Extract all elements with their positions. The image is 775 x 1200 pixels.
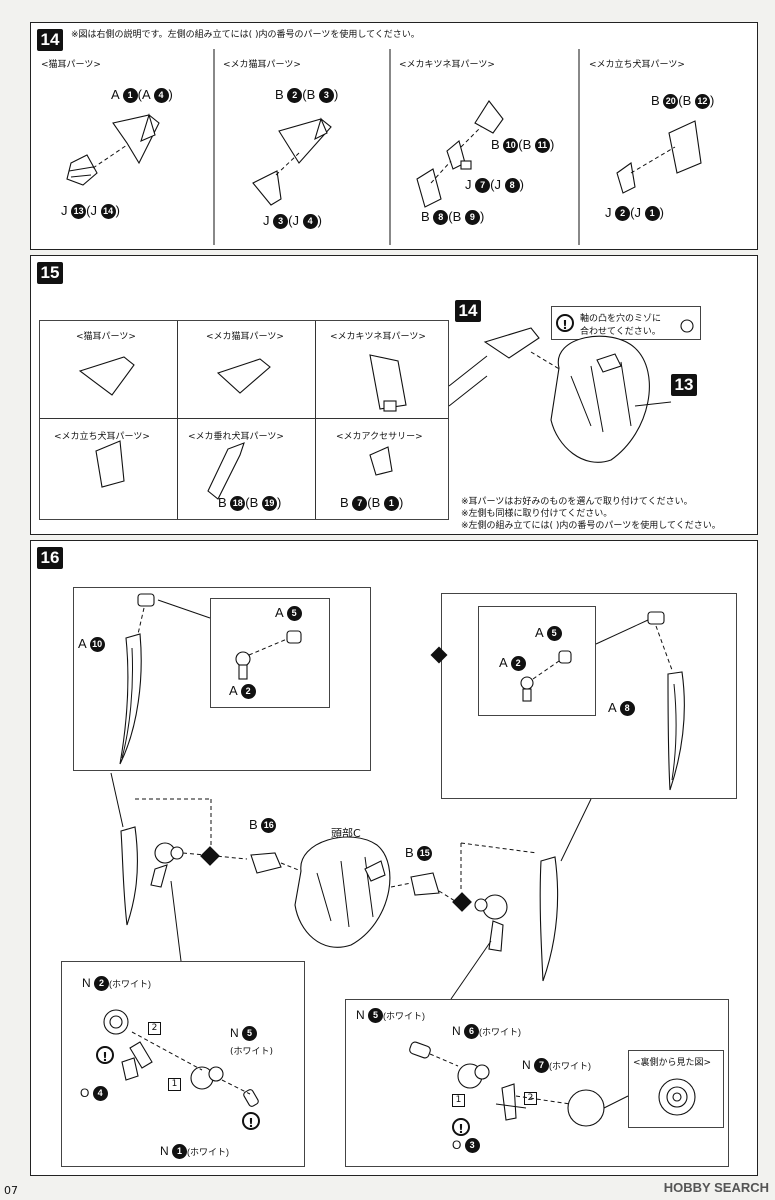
grid-dog-ref: B 18(B 19) xyxy=(218,495,282,512)
grid-label-3: <メカ立ち犬耳パーツ> xyxy=(54,432,150,442)
ll-n5-color: (ホワイト) xyxy=(230,1047,274,1057)
grid-label-4: <メカ垂れ犬耳パーツ> xyxy=(188,432,284,442)
step14-col2-ref2: J 3(J 4) xyxy=(263,213,322,230)
step15-callout-box: ! 軸の凸を穴のミゾに 合わせてください。 xyxy=(551,306,701,340)
ll-drawing xyxy=(103,1009,259,1107)
grid-cell-cat xyxy=(40,321,178,419)
ll-warning-icon-1: ! xyxy=(96,1046,114,1064)
left-inset-top-ref: A 5 xyxy=(275,605,302,622)
step16-right-hair-box: A 5 A 2 A 8 xyxy=(441,593,737,799)
lr-step1: 1 xyxy=(452,1094,465,1107)
step14-col2-title: <メカ猫耳パーツ> xyxy=(223,60,301,70)
right-inset-drawing xyxy=(520,650,572,702)
grid-drawings xyxy=(78,354,407,500)
right-inset-bot-ref: A 2 xyxy=(499,655,526,672)
step14-col3-ref2: J 7(J 8) xyxy=(465,177,524,194)
step14-col3-title: <メカキツネ耳パーツ> xyxy=(399,60,495,70)
ll-n1: N 1(ホワイト) xyxy=(160,1144,230,1160)
grid-label-1: <メカ猫耳パーツ> xyxy=(206,332,284,342)
step14-col3-drawing xyxy=(416,100,504,208)
step15-note-1: ※耳パーツはお好みのものを選んで取り付けてください。 xyxy=(461,497,693,507)
step14-col1-ref2: J 13(J 14) xyxy=(61,203,120,220)
ll-o4: O 4 xyxy=(80,1086,108,1102)
step14-col3-ref1: B 10(B 11) xyxy=(491,137,555,154)
ll-step1: 1 xyxy=(168,1078,181,1091)
left-inset-drawing xyxy=(235,630,302,680)
step15-note-2: ※左側も同様に取り付けてください。 xyxy=(461,509,613,519)
step15-panel: 15 <猫耳パーツ> <メカ猫耳パーツ> <メカキツネ耳パーツ> <メカ立ち犬耳… xyxy=(30,255,758,535)
left-hair-inset: A 5 A 2 xyxy=(210,598,330,708)
warning-icon: ! xyxy=(556,314,574,332)
ll-warning-icon-2: ! xyxy=(242,1112,260,1130)
step16-number: 16 xyxy=(37,547,63,569)
lr-warning-icon-1: ! xyxy=(452,1118,470,1136)
left-hair-ref: A 10 xyxy=(78,636,105,653)
grid-label-5: <メカアクセサリー> xyxy=(336,432,423,442)
step15-note-3: ※左側の組み立てには( )内の番号のパーツを使用してください。 xyxy=(461,521,721,531)
step14-note: ※図は右側の説明です。左側の組み立てには( )内の番号のパーツを使用してください… xyxy=(71,30,420,40)
ll-step2: 2 xyxy=(148,1022,161,1035)
step14-col4-ref1: B 20(B 12) xyxy=(651,93,715,110)
callout-text-2: 合わせてください。 xyxy=(580,327,661,337)
step16-middle-drawing xyxy=(110,772,592,1000)
step14-col3-ref3: B 8(B 9) xyxy=(421,209,485,226)
step15-ear-options-grid: <猫耳パーツ> <メカ猫耳パーツ> <メカキツネ耳パーツ> <メカ立ち犬耳パーツ… xyxy=(39,320,449,520)
step16-lower-right-box: N 5(ホワイト) N 6(ホワイト) N 7(ホワイト) O 3 1 2 ! … xyxy=(345,999,729,1167)
lr-o3: O 3 xyxy=(452,1138,480,1154)
grid-cell-drooping-dog xyxy=(178,419,316,519)
right-hair-ref: A 8 xyxy=(608,700,635,717)
placeholder-mark xyxy=(430,646,448,664)
grid-acc-ref: B 7(B 1) xyxy=(340,495,404,512)
watermark-logo: HOBBY SEARCH xyxy=(663,1180,769,1195)
step15-head-badge: 13 xyxy=(671,374,697,396)
step14-col1-title: <猫耳パーツ> xyxy=(41,60,101,70)
step14-col2-drawing xyxy=(252,117,332,206)
lr-back-view-drawing xyxy=(658,1078,696,1116)
step14-col1-drawing xyxy=(66,113,160,186)
step14-col1-ref1: A 1(A 4) xyxy=(111,87,173,104)
step14-number: 14 xyxy=(37,29,63,51)
left-inset-bot-ref: A 2 xyxy=(229,683,256,700)
lr-drawing xyxy=(409,1041,629,1127)
step14-col2-ref1: B 2(B 3) xyxy=(275,87,339,104)
grid-label-2: <メカキツネ耳パーツ> xyxy=(330,332,426,342)
step15-head-drawing xyxy=(448,319,694,463)
grid-label-0: <猫耳パーツ> xyxy=(76,332,136,342)
left-hair-drawing xyxy=(119,593,211,765)
lr-back-view-title: <裏側から見た図> xyxy=(633,1058,712,1068)
lr-n6: N 6(ホワイト) xyxy=(452,1024,522,1040)
grid-cell-mecha-cat xyxy=(178,321,316,419)
b15-ref: B 15 xyxy=(405,845,433,862)
callout-text-1: 軸の凸を穴のミゾに xyxy=(580,314,662,324)
step16-left-hair-box: A 10 A 5 A 2 xyxy=(73,587,371,771)
lr-back-view: <裏側から見た図> xyxy=(628,1050,724,1128)
step14-dividers xyxy=(213,49,580,245)
step16-diamond-badges xyxy=(200,646,472,912)
grid-cell-standing-dog xyxy=(40,419,178,519)
step14-col4-title: <メカ立ち犬耳パーツ> xyxy=(589,60,685,70)
page-number: 07 xyxy=(4,1184,18,1197)
ll-n5: N 5 xyxy=(230,1026,258,1042)
right-hair-drawing xyxy=(595,611,685,791)
step14-col4-drawing xyxy=(616,120,702,194)
ll-n2: N 2(ホワイト) xyxy=(82,976,152,992)
step14-col4-ref2: J 2(J 1) xyxy=(605,205,664,222)
step16-panel: 16 A 10 A 5 A 2 xyxy=(30,540,758,1176)
lr-n5: N 5(ホワイト) xyxy=(356,1008,426,1024)
step15-callout-step: 14 xyxy=(455,300,481,322)
step14-panel: 14 ※図は右側の説明です。左側の組み立てには( )内の番号のパーツを使用してく… xyxy=(30,22,758,250)
right-hair-inset: A 5 A 2 xyxy=(478,606,596,716)
step16-lower-left-box: N 2(ホワイト) N 5 (ホワイト) O 4 N 1(ホワイト) 2 1 !… xyxy=(61,961,305,1167)
lr-n7: N 7(ホワイト) xyxy=(522,1058,592,1074)
grid-cell-fox xyxy=(316,321,448,419)
step15-number: 15 xyxy=(37,262,63,284)
right-inset-top-ref: A 5 xyxy=(535,625,562,642)
b16-ref: B 16 xyxy=(249,817,277,834)
